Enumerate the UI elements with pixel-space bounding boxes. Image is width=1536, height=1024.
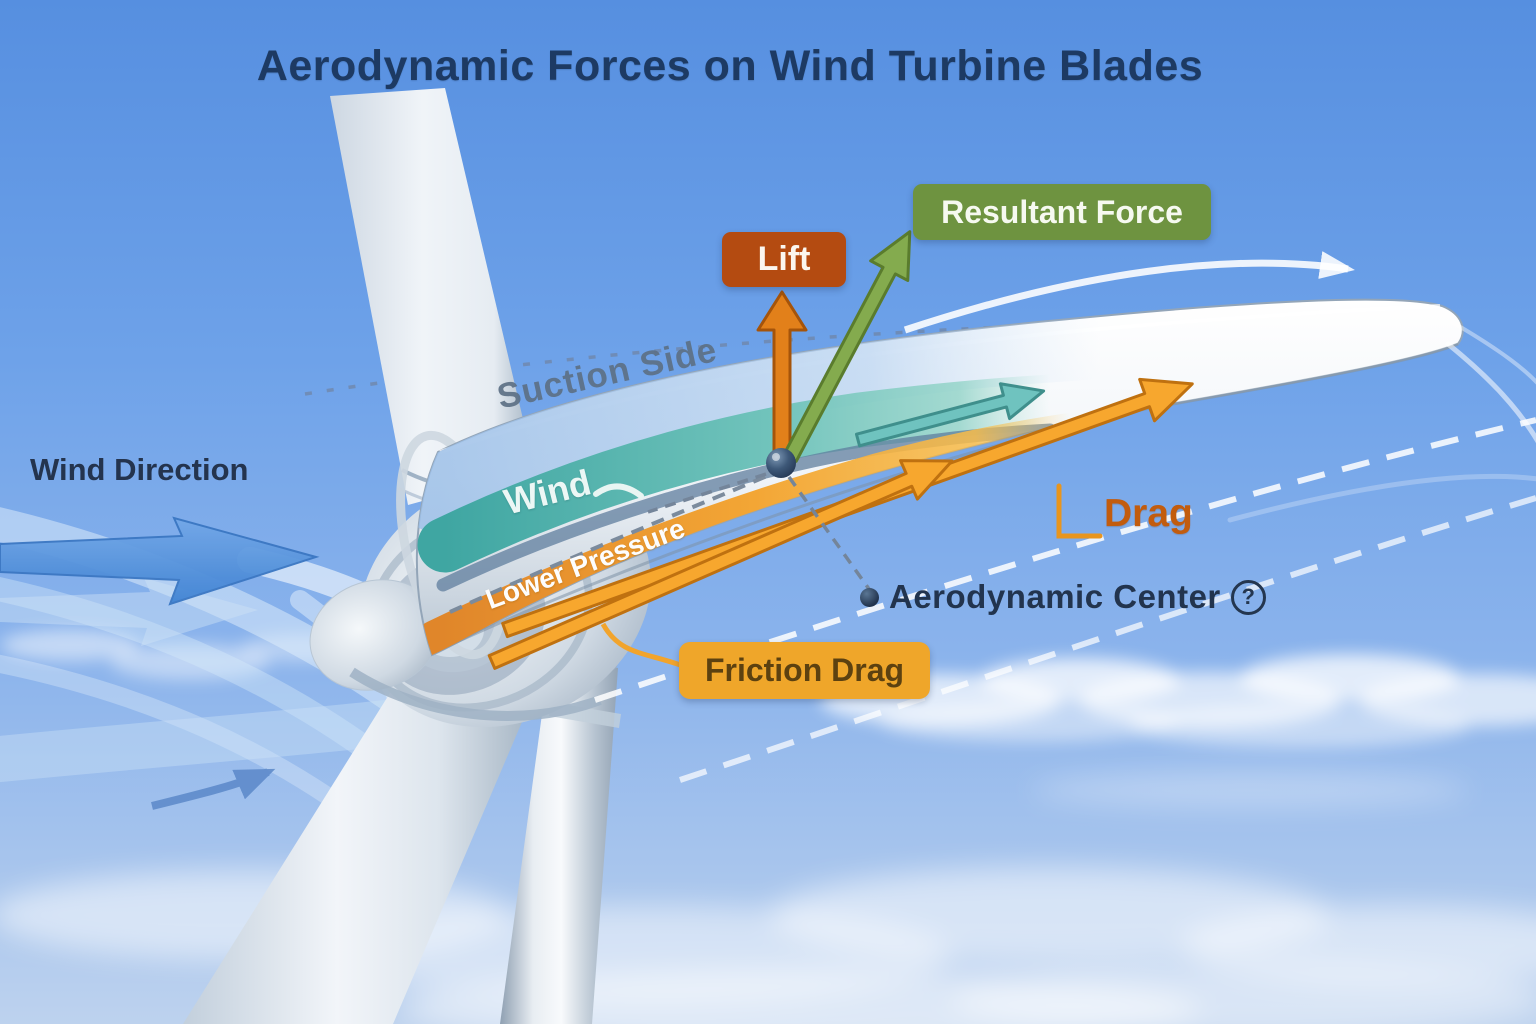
aerodynamic-center-label: Aerodynamic Center [889,578,1221,615]
resultant-force-arrow [782,230,912,463]
tip-streamline-arrow [903,251,1355,334]
lower-left-blade [183,645,525,1024]
wake-dashed-line-1 [594,417,1536,703]
drag-bracket [1056,483,1103,539]
wind-direction-arrow [0,516,320,606]
lift-arrow [756,290,808,454]
question-mark-icon: ? [1230,579,1266,615]
flow-arrow-small [151,768,276,810]
aerodynamic-center-marker-icon [860,587,879,607]
resultant-force-label-box: Resultant Force [913,184,1211,240]
lift-label: Lift [757,240,811,278]
drag-label: Drag [1104,492,1193,535]
friction-drag-connector [600,622,684,669]
aerodynamic-center-dot [766,448,796,478]
resultant-force-label: Resultant Force [941,193,1183,230]
friction-drag-label-box: Friction Drag [679,642,930,699]
chord-dashed-line [449,468,782,614]
suction-surface-band [416,301,1139,534]
tip-wake-lines [1227,320,1536,523]
hub-front-ring [349,667,602,721]
friction-drag-label: Friction Drag [704,652,905,688]
wind-direction-label: Wind Direction [30,452,249,487]
center-ray-left [647,472,767,514]
center-rays [647,472,871,591]
center-ray-to-label [787,475,871,591]
lift-label-box: Lift [722,232,846,287]
page-title: Aerodynamic Forces on Wind Turbine Blade… [256,42,1204,90]
aerodynamic-center-callout: Aerodynamic Center ? [860,578,1266,616]
drag-arrow-short [487,459,954,670]
airflow-arrow-teal [854,382,1046,448]
wind-swoosh-icon [593,483,644,499]
